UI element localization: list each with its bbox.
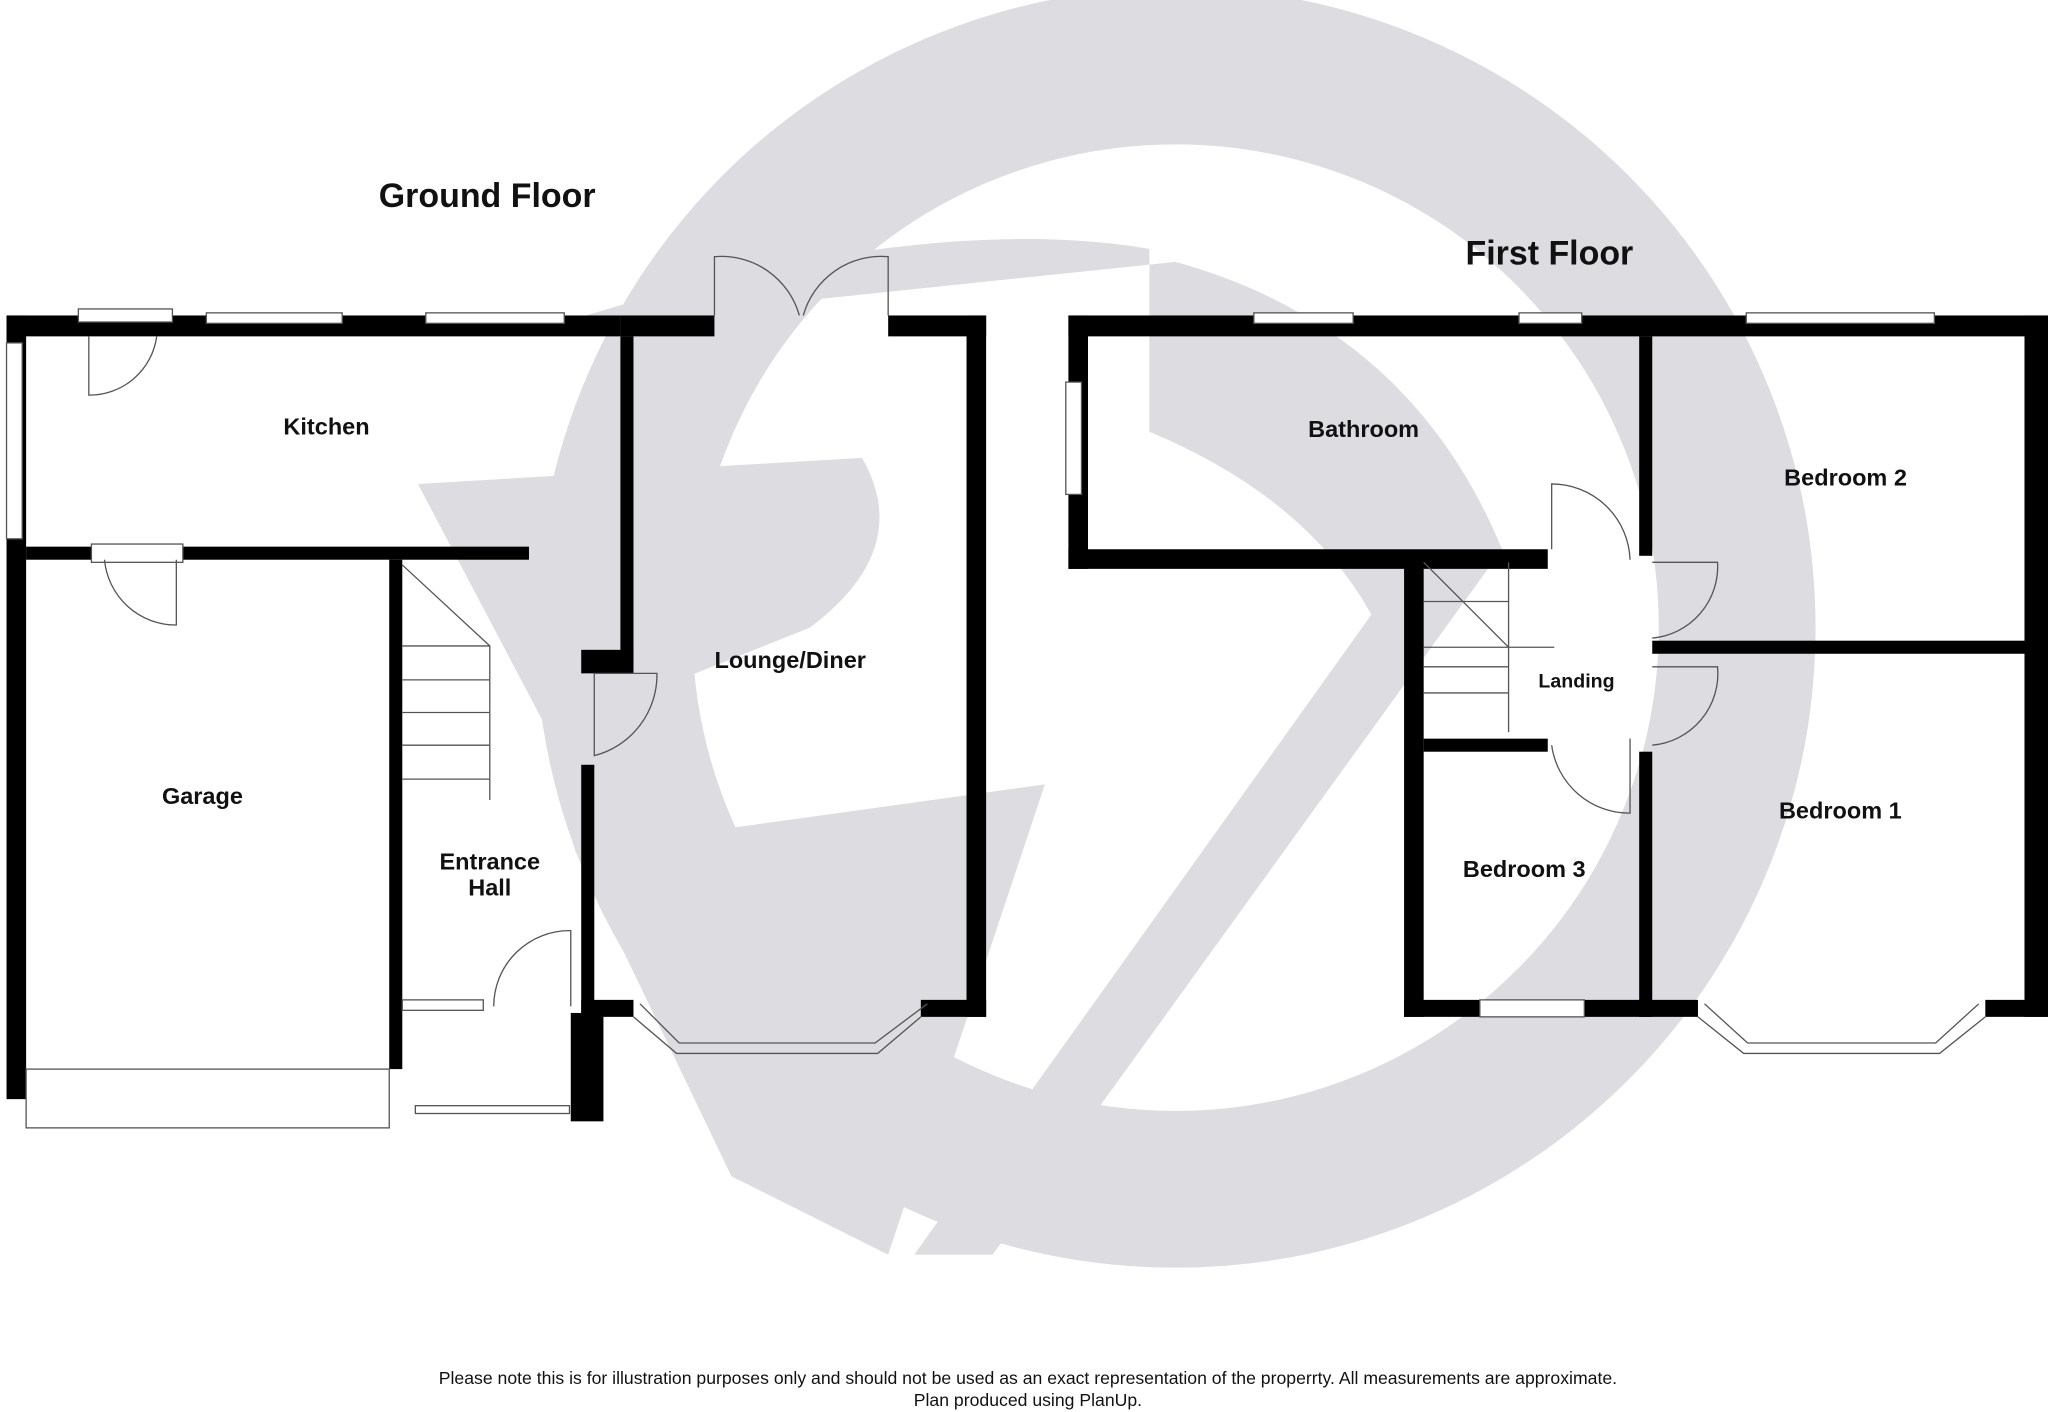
- room-label-bathroom: Bathroom: [1308, 416, 1419, 442]
- disclaimer-note: Please note this is for illustration pur…: [439, 1368, 1617, 1388]
- room-label-kitchen: Kitchen: [283, 413, 369, 439]
- plan-credit: Plan produced using PlanUp.: [914, 1390, 1142, 1410]
- room-label-garage: Garage: [162, 783, 243, 809]
- room-label-entrance-hall-2: Hall: [468, 874, 511, 900]
- watermark-logo: [417, 0, 1816, 1268]
- ground-floor-walls: [5, 255, 987, 1129]
- room-label-lounge-diner: Lounge/Diner: [714, 647, 865, 673]
- first-floor-title: First Floor: [1465, 235, 1633, 273]
- room-label-bedroom-3: Bedroom 3: [1463, 856, 1586, 882]
- room-label-bedroom-1: Bedroom 1: [1779, 797, 1902, 823]
- room-label-bedroom-2: Bedroom 2: [1784, 464, 1907, 490]
- first-floor-walls: [1065, 312, 2048, 1055]
- ground-floor-title: Ground Floor: [379, 177, 596, 215]
- room-label-landing: Landing: [1538, 671, 1614, 693]
- room-label-entrance-hall: Entrance: [440, 848, 541, 874]
